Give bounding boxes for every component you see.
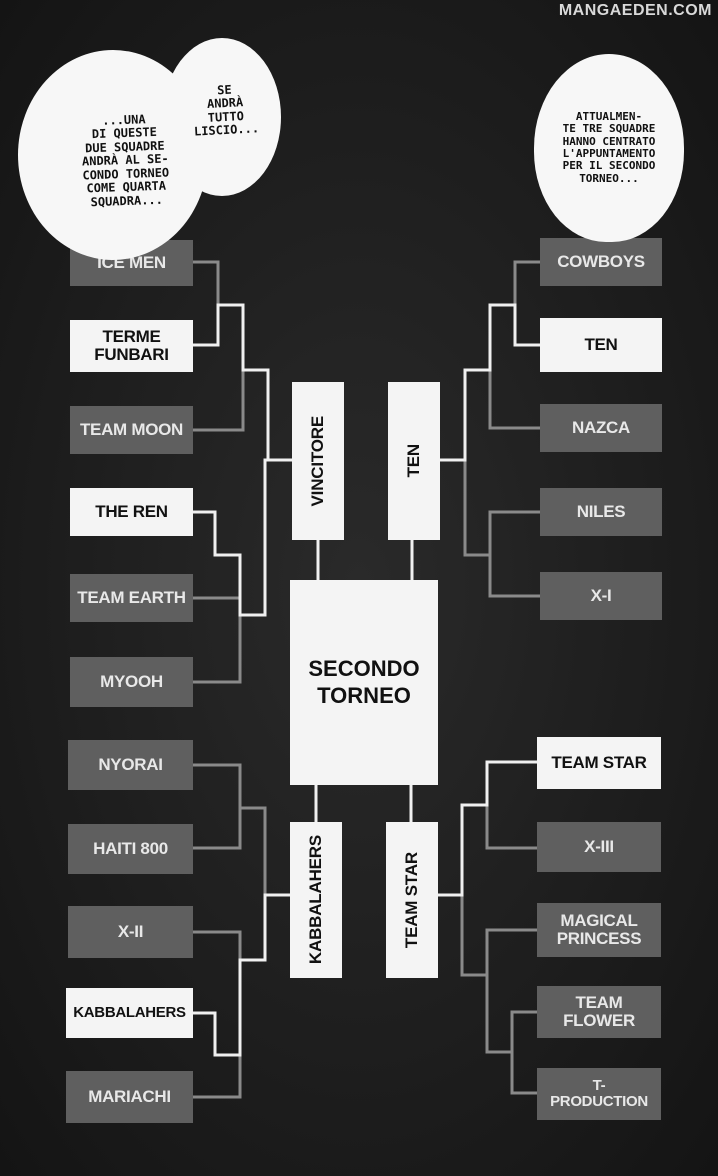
watermark: MANGAEDEN.COM <box>558 2 712 19</box>
team-box-nazca: NAZCA <box>540 404 662 452</box>
speech-bubble-left-small: SE ANDRÀ TUTTO LISCIO... <box>163 38 281 196</box>
team-box-mariachi: MARIACHI <box>66 1071 193 1123</box>
team-box-haiti-800: HAITI 800 <box>68 824 193 874</box>
team-box-magical-princess: MAGICAL PRINCESS <box>537 903 661 957</box>
right-bottom-white-lines <box>409 760 539 897</box>
team-box-the-ren: THE REN <box>70 488 193 536</box>
semifinal-box-vincitore: VINCITORE <box>292 382 344 540</box>
team-box-t-production: T- PRODUCTION <box>537 1068 661 1120</box>
semifinal-box-kabbalahers: KABBALAHERS <box>290 822 342 978</box>
semifinal-box-ten: TEN <box>388 382 440 540</box>
team-box-niles: NILES <box>540 488 662 536</box>
speech-bubble-right: ATTUALMEN- TE TRE SQUADRE HANNO CENTRATO… <box>534 54 684 242</box>
team-box-ten: TEN <box>540 318 662 372</box>
team-box-x-iii: X-III <box>537 822 661 872</box>
team-box-terme-funbari: TERME FUNBARI <box>70 320 193 372</box>
left-bottom-gray-lines <box>191 763 267 1099</box>
semifinal-box-team-star: TEAM STAR <box>386 822 438 978</box>
team-box-team-moon: TEAM MOON <box>70 406 193 454</box>
team-box-myooh: MYOOH <box>70 657 193 707</box>
right-top-white-lines <box>410 303 542 582</box>
team-box-team-star: TEAM STAR <box>537 737 661 789</box>
team-box-team-flower: TEAM FLOWER <box>537 986 661 1038</box>
team-box-kabbalahers: KABBALAHERS <box>66 988 193 1038</box>
left-bottom-white-lines <box>191 783 318 1057</box>
center-box-secondo-torneo: SECONDO TORNEO <box>290 580 438 785</box>
team-box-cowboys: COWBOYS <box>540 238 662 286</box>
team-box-team-earth: TEAM EARTH <box>70 574 193 622</box>
left-top-white-lines <box>191 303 320 617</box>
right-bottom-gray-lines <box>460 803 539 1095</box>
right-top-gray-lines <box>463 260 542 598</box>
team-box-x-ii: X-II <box>68 906 193 958</box>
team-box-x-i: X-I <box>540 572 662 620</box>
team-box-nyorai: NYORAI <box>68 740 193 790</box>
